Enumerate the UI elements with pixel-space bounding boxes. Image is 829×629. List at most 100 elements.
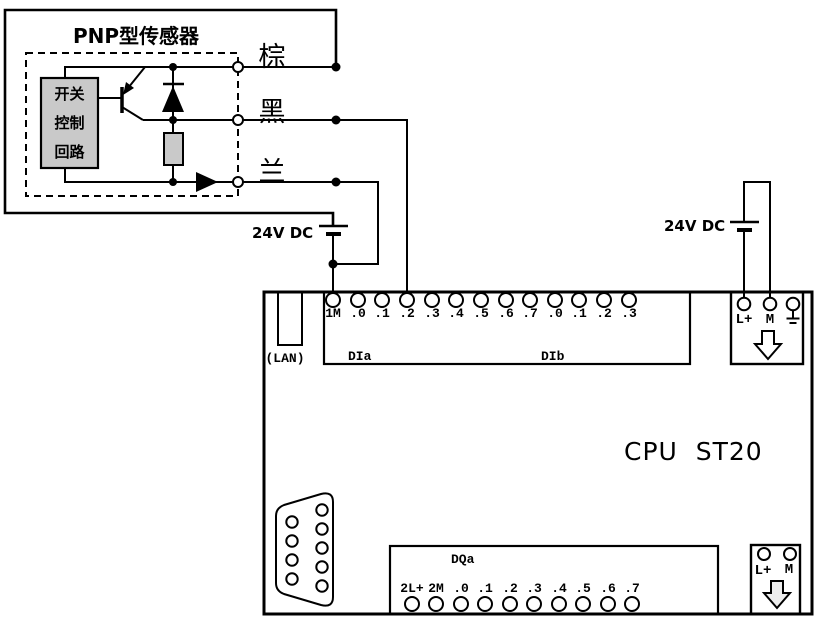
db9-pin [315,579,329,593]
terminal-circle [448,292,464,308]
terminal-circle [374,292,390,308]
terminal-circle [547,292,563,308]
terminal-circle-lplus [736,296,752,312]
terminal-circle [502,596,518,612]
di-terminal-label: .1 [374,306,390,321]
junction-dot [331,62,341,72]
terminal-circle [600,596,616,612]
terminal-circle [621,292,637,308]
di-terminal-label: .1 [571,306,587,321]
blue-pin-terminal [232,176,244,188]
dq-terminal-circles [404,596,640,612]
terminal-circle [522,292,538,308]
dq-terminal-block [388,544,720,616]
di-group-a-label: DIa [348,349,372,364]
db9-pin [285,572,299,586]
transistor-collector [121,106,144,121]
lan-port [277,291,303,346]
black-pin-terminal [232,114,244,126]
black-wire [243,119,408,294]
di-group-b-label: DIb [541,349,565,364]
emitter-arrow-icon [123,82,134,95]
terminal-circle [624,596,640,612]
terminal-circle [571,292,587,308]
right-24v-battery [730,181,771,298]
terminal-circle-2Lplus [404,596,420,612]
di-terminal-label: .6 [498,306,514,321]
terminal-circle [424,292,440,308]
dq-terminal-label: .6 [600,581,616,596]
terminal-circle-m [783,547,797,561]
di-terminal-label: .3 [424,306,440,321]
di-terminal-label: .7 [522,306,538,321]
terminal-circle-1M [325,292,341,308]
left-24v-battery [319,224,348,236]
terminal-circle [477,596,493,612]
terminal-circle-lplus [757,547,771,561]
junction-dot [328,259,338,269]
terminal-circle-2M [428,596,444,612]
wire-label-blue: 兰 [258,157,286,188]
top-lplus-label: L+ [735,312,753,328]
dq-terminal-label: .7 [624,581,640,596]
lan-label: (LAN) [265,351,305,366]
power-terminal-block-bottom [749,543,802,616]
db9-pin [285,515,299,529]
right-supply-label: 24V DC [664,217,726,235]
plc-model-label: CPU ST20 [624,437,763,466]
junction-dots [169,62,341,269]
top-rail [64,66,238,79]
terminal-circle [453,596,469,612]
top-m-label: M [765,312,775,328]
db9-pin [285,534,299,548]
battery-to-m-wire [743,181,771,298]
db9-pins [285,503,329,593]
down-arrow-icon [761,580,793,610]
dq-terminal-label: .5 [575,581,591,596]
switch-control-block [39,76,100,170]
terminal-circle [399,292,415,308]
di-terminal-label: 1M [325,306,341,321]
junction-dot [169,63,177,71]
dq-group-label: DQa [451,552,475,567]
sensor-pin-terminals [232,61,244,188]
dq-terminal-label: .3 [526,581,542,596]
db9-pin [315,503,329,517]
di-terminal-label: .3 [621,306,637,321]
terminal-circle [526,596,542,612]
earth-ground-icon [786,311,800,324]
plc-body [262,290,814,616]
di-terminal-label: .4 [448,306,464,321]
junction-dot [169,178,177,186]
bottom-rail [64,168,238,183]
db9-pin [315,560,329,574]
di-terminal-label: .0 [350,306,366,321]
terminal-circle-m [762,296,778,312]
sensor-title: PNP型传感器 [72,24,200,48]
db9-pin [315,541,329,555]
db9-pin [285,553,299,567]
db9-pin [315,522,329,536]
brown-pin-terminal [232,61,244,73]
terminal-circle [473,292,489,308]
bottom-power-terminals [757,547,797,561]
junction-dot [169,116,177,124]
dq-terminal-label: .1 [477,581,493,596]
terminal-circle-ground [785,296,801,312]
di-terminal-label: .5 [473,306,489,321]
terminal-circle [551,596,567,612]
control-block-label: 开关 控制 回路 [54,85,85,161]
di-terminal-label: .2 [399,306,415,321]
di-terminal-label: .0 [547,306,563,321]
brown-wire-loop [3,8,338,226]
left-supply-label: 24V DC [252,224,314,242]
resistor [163,132,184,166]
power-terminal-block-top [729,290,805,366]
di-terminal-circles [325,292,637,308]
dq-terminal-label: .4 [551,581,567,596]
wire-label-brown: 棕 [258,42,286,73]
di-terminal-block [322,290,692,366]
di-terminal-label: .2 [596,306,612,321]
